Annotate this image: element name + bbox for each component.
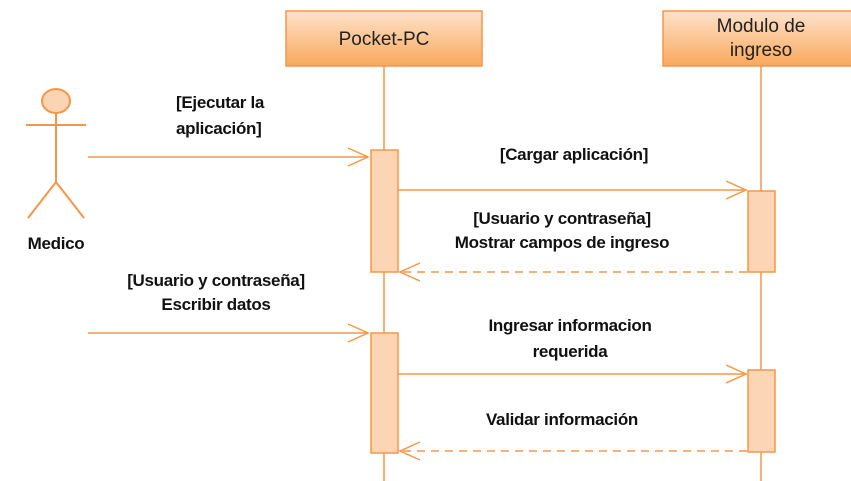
activation-pocket-pc-2 [370,332,399,454]
lifeline-modulo-title-line1: Modulo de [717,16,806,37]
message-ejecutar-aplicacion: [Ejecutar la aplicación] [88,93,370,167]
actor-left-leg [27,181,57,219]
message-label-line2: Mostrar campos de ingreso [455,233,670,252]
message-label-line2: Escribir datos [161,295,270,314]
message-label-line2: requerida [533,342,609,361]
message-cargar-aplicacion: [Cargar aplicación] [398,145,748,200]
arrowhead-open [347,147,370,167]
lifeline-modulo-title-line2: ingreso [730,40,792,61]
lifeline-pocket-pc: Pocket-PC [285,10,483,481]
message-mostrar-campos: [Usuario y contraseña] Mostrar campos de… [398,209,747,282]
actor-right-leg [55,181,85,219]
message-label-line1: [Usuario y contraseña] [473,209,651,228]
arrowhead-open [398,262,421,282]
lifeline-pocket-pc-header [285,10,483,67]
message-label-line1: Ingresar informacion [488,316,651,335]
activation-modulo-1 [747,190,776,273]
arrowhead-open [725,180,748,200]
message-escribir-datos: [Usuario y contraseña] Escribir datos [88,271,370,343]
message-ingresar-informacion: Ingresar informacion requerida [398,316,748,384]
message-label: Validar información [486,410,638,429]
arrowhead-open [347,323,370,343]
actor-medico: Medico [26,88,86,253]
actor-name: Medico [28,234,85,253]
lifeline-pocket-pc-title: Pocket-PC [339,29,430,50]
message-label: [Cargar aplicación] [500,145,648,164]
message-label-line1: [Ejecutar la [176,93,265,112]
lifeline-modulo-de-ingreso: Modulo de ingreso [662,10,851,481]
arrowhead-open [725,364,748,384]
actor-head [41,88,71,114]
activation-pocket-pc-1 [370,149,399,273]
arrowhead-open [398,441,421,461]
message-validar-informacion: Validar información [398,410,747,461]
message-label-line1: [Usuario y contraseña] [127,271,305,290]
message-label-line2: aplicación] [176,119,262,138]
activation-modulo-2 [747,369,776,453]
lifeline-modulo-header [662,10,851,67]
